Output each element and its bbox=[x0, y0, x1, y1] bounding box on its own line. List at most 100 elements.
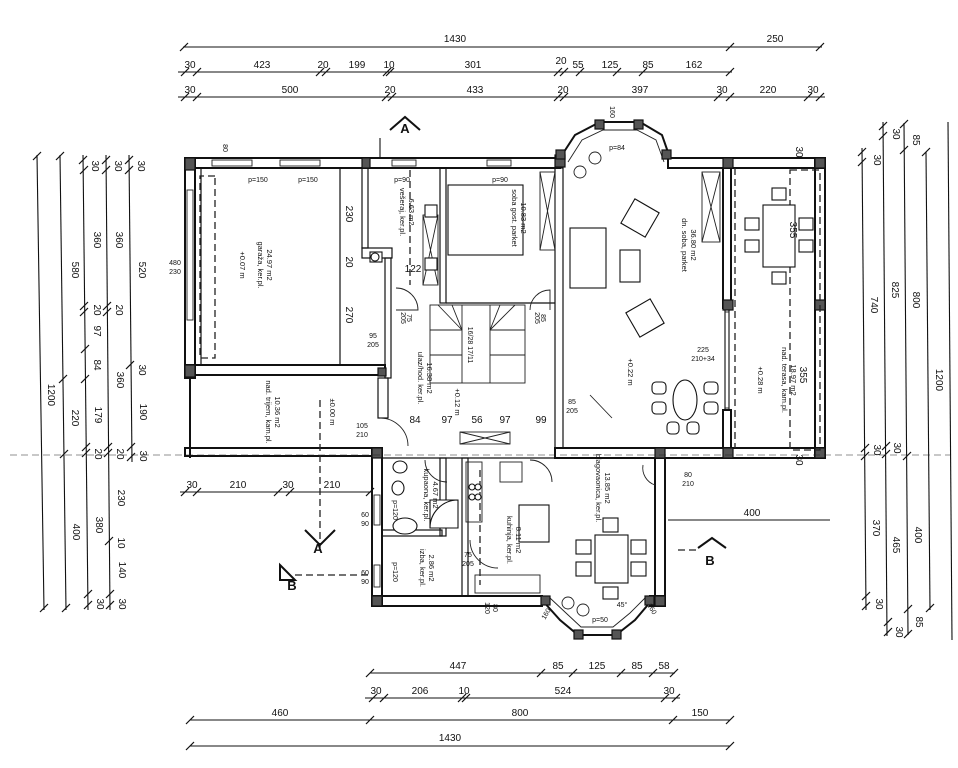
dim-label: 30 bbox=[807, 85, 819, 96]
dim-label: 380 bbox=[93, 517, 104, 534]
dim-label: 10 bbox=[115, 537, 126, 549]
dim-label: 20 bbox=[92, 448, 103, 460]
dim-label: 20 bbox=[114, 448, 125, 460]
section-label: A bbox=[400, 121, 410, 136]
dim-label: 825 bbox=[889, 282, 900, 299]
room-porch: nad. trijem, kam.pl.10.36 m2 ±0.00 m bbox=[264, 380, 337, 443]
annotation: p=150 bbox=[248, 177, 268, 184]
svg-text:kupaona, ker.pl.4.67 m2: kupaona, ker.pl.4.67 m2 bbox=[422, 469, 440, 522]
dim-label: 520 bbox=[136, 262, 147, 279]
doors bbox=[379, 287, 656, 569]
dining-table-oval bbox=[672, 379, 698, 421]
windows bbox=[186, 159, 730, 588]
svg-text:nad. terasa, kam.pl.18.97 m2: nad. terasa, kam.pl.18.97 m2 bbox=[780, 347, 798, 413]
dim-label: 20 bbox=[317, 60, 329, 71]
annotation: 122 bbox=[405, 264, 422, 275]
dim-label: 190 bbox=[137, 404, 148, 421]
terrace-table bbox=[762, 204, 796, 268]
dim-label: 162 bbox=[686, 60, 703, 71]
dim-label: 150 bbox=[692, 708, 709, 719]
annotation: 80 bbox=[491, 604, 498, 612]
dimension-top-row1: 1430 250 bbox=[179, 34, 825, 52]
dim-label: 370 bbox=[870, 520, 881, 537]
dimension-left-col4: 30 360 20 360 20 230 10 140 30 bbox=[101, 154, 127, 611]
dimension-left-col2: 580 220 400 bbox=[55, 151, 81, 613]
dim-label: 423 bbox=[254, 60, 271, 71]
annotation: 60 bbox=[361, 570, 369, 577]
room-laundry: vešeraj, ker.pl.6.63 m2 bbox=[398, 188, 416, 236]
dimension-right-entry: 400 bbox=[668, 508, 830, 521]
dim-label: 30 bbox=[890, 128, 901, 140]
annotation: 80 bbox=[221, 144, 228, 152]
bay-window-bottom bbox=[540, 595, 655, 640]
annotation: 45° bbox=[617, 601, 628, 609]
annotation: 90 bbox=[361, 579, 369, 586]
room-level: +0.22 m bbox=[626, 358, 635, 385]
room-garage: garaža, ker.pl.24.97 m2 +0.07 m bbox=[238, 241, 274, 288]
dim-label: 20 bbox=[384, 85, 396, 96]
annotation: p=120 bbox=[391, 562, 398, 582]
dimension-right-col1: 30 740 30 370 30 bbox=[857, 147, 884, 611]
annotation: 205 bbox=[566, 408, 578, 415]
dim-label: 433 bbox=[467, 85, 484, 96]
dimension-bottom-row2: 30 206 10 524 30 bbox=[365, 686, 681, 703]
room-area: 13.85 m2 bbox=[603, 472, 612, 503]
dimension-porch-row: 30 210 30 210 bbox=[180, 480, 375, 497]
room-area: 2.86 m2 bbox=[427, 554, 436, 581]
dim-label: 199 bbox=[349, 60, 366, 71]
svg-text:dn. soba, parket36.80 m2: dn. soba, parket36.80 m2 bbox=[680, 218, 698, 273]
dim-label: 30 bbox=[370, 686, 382, 697]
room-area: 10.36 m2 bbox=[273, 396, 282, 427]
dim-label: 30 bbox=[663, 686, 675, 697]
dim-label: 30 bbox=[891, 442, 902, 454]
section-label: B bbox=[287, 578, 296, 593]
annotation: 210+34 bbox=[691, 356, 715, 363]
dim-label: 465 bbox=[890, 537, 901, 554]
dim-label: 30 bbox=[116, 598, 127, 610]
room-bathroom: kupaona, ker.pl.4.67 m2 bbox=[422, 469, 440, 522]
annotation: 97 bbox=[499, 415, 511, 426]
dimension-top-row3: 30 500 20 433 20 397 30 220 30 bbox=[178, 85, 825, 102]
dim-label: 206 bbox=[412, 686, 429, 697]
dim-label: 85 bbox=[631, 661, 643, 672]
room-kitchen: kuhinja, ker.pl.8.11 m2 bbox=[505, 516, 523, 564]
room-level: +0.07 m bbox=[238, 251, 247, 278]
dim-label: 30 bbox=[184, 85, 196, 96]
svg-text:soba gost. parket10.83 m2: soba gost. parket10.83 m2 bbox=[510, 189, 528, 247]
dim-label: 84 bbox=[91, 359, 102, 371]
room-name: nad. terasa, kam.pl. bbox=[780, 347, 789, 413]
room-area: 18.97 m2 bbox=[789, 364, 798, 395]
section-marker-b-right: B bbox=[697, 536, 727, 568]
dim-label: 580 bbox=[69, 262, 80, 279]
annotation: 75 bbox=[464, 552, 472, 559]
dim-label: 30 bbox=[137, 450, 148, 462]
annotation: 210 bbox=[356, 432, 368, 439]
svg-text:vešeraj, ker.pl.6.63 m2: vešeraj, ker.pl.6.63 m2 bbox=[398, 188, 416, 236]
room-dining: blagovaonica, ker.pl.13.85 m2 bbox=[594, 454, 612, 522]
room-living: dn. soba, parket36.80 m2 +0.22 m bbox=[626, 218, 698, 386]
dim-label: 30 bbox=[112, 160, 123, 172]
dimension-right-col4: 1200 bbox=[921, 147, 944, 613]
dim-label: 1430 bbox=[444, 34, 467, 45]
section-arrow-icon bbox=[304, 529, 336, 547]
annotation: p=90 bbox=[492, 177, 508, 184]
section-marker-b-left: B bbox=[279, 562, 298, 593]
dim-label: 1200 bbox=[933, 369, 944, 392]
dim-label: 360 bbox=[91, 232, 102, 249]
dimension-bottom-row1: 447 85 125 85 58 bbox=[365, 661, 679, 678]
svg-text:ulaz/hod. ker.pl.16.38 m2: ulaz/hod. ker.pl.16.38 m2 bbox=[416, 352, 434, 405]
svg-text:nad. trijem, kam.pl.10.36 m2: nad. trijem, kam.pl.10.36 m2 bbox=[264, 380, 282, 443]
dim-label: 30 bbox=[716, 85, 728, 96]
dim-label: 210 bbox=[324, 480, 341, 491]
staircase: 16/28 17/11 bbox=[429, 304, 526, 384]
room-area: 8.11 m2 bbox=[514, 527, 523, 554]
dim-label: 30 bbox=[136, 364, 147, 376]
annotation: 480 bbox=[169, 260, 181, 267]
annotation: 85 bbox=[539, 314, 546, 322]
room-name: izba, ker.pl. bbox=[418, 549, 427, 587]
plant-icon bbox=[561, 151, 602, 617]
dim-label: 400 bbox=[70, 524, 81, 541]
annotation: 230 bbox=[169, 269, 181, 276]
dimension-right-outer bbox=[947, 121, 953, 641]
